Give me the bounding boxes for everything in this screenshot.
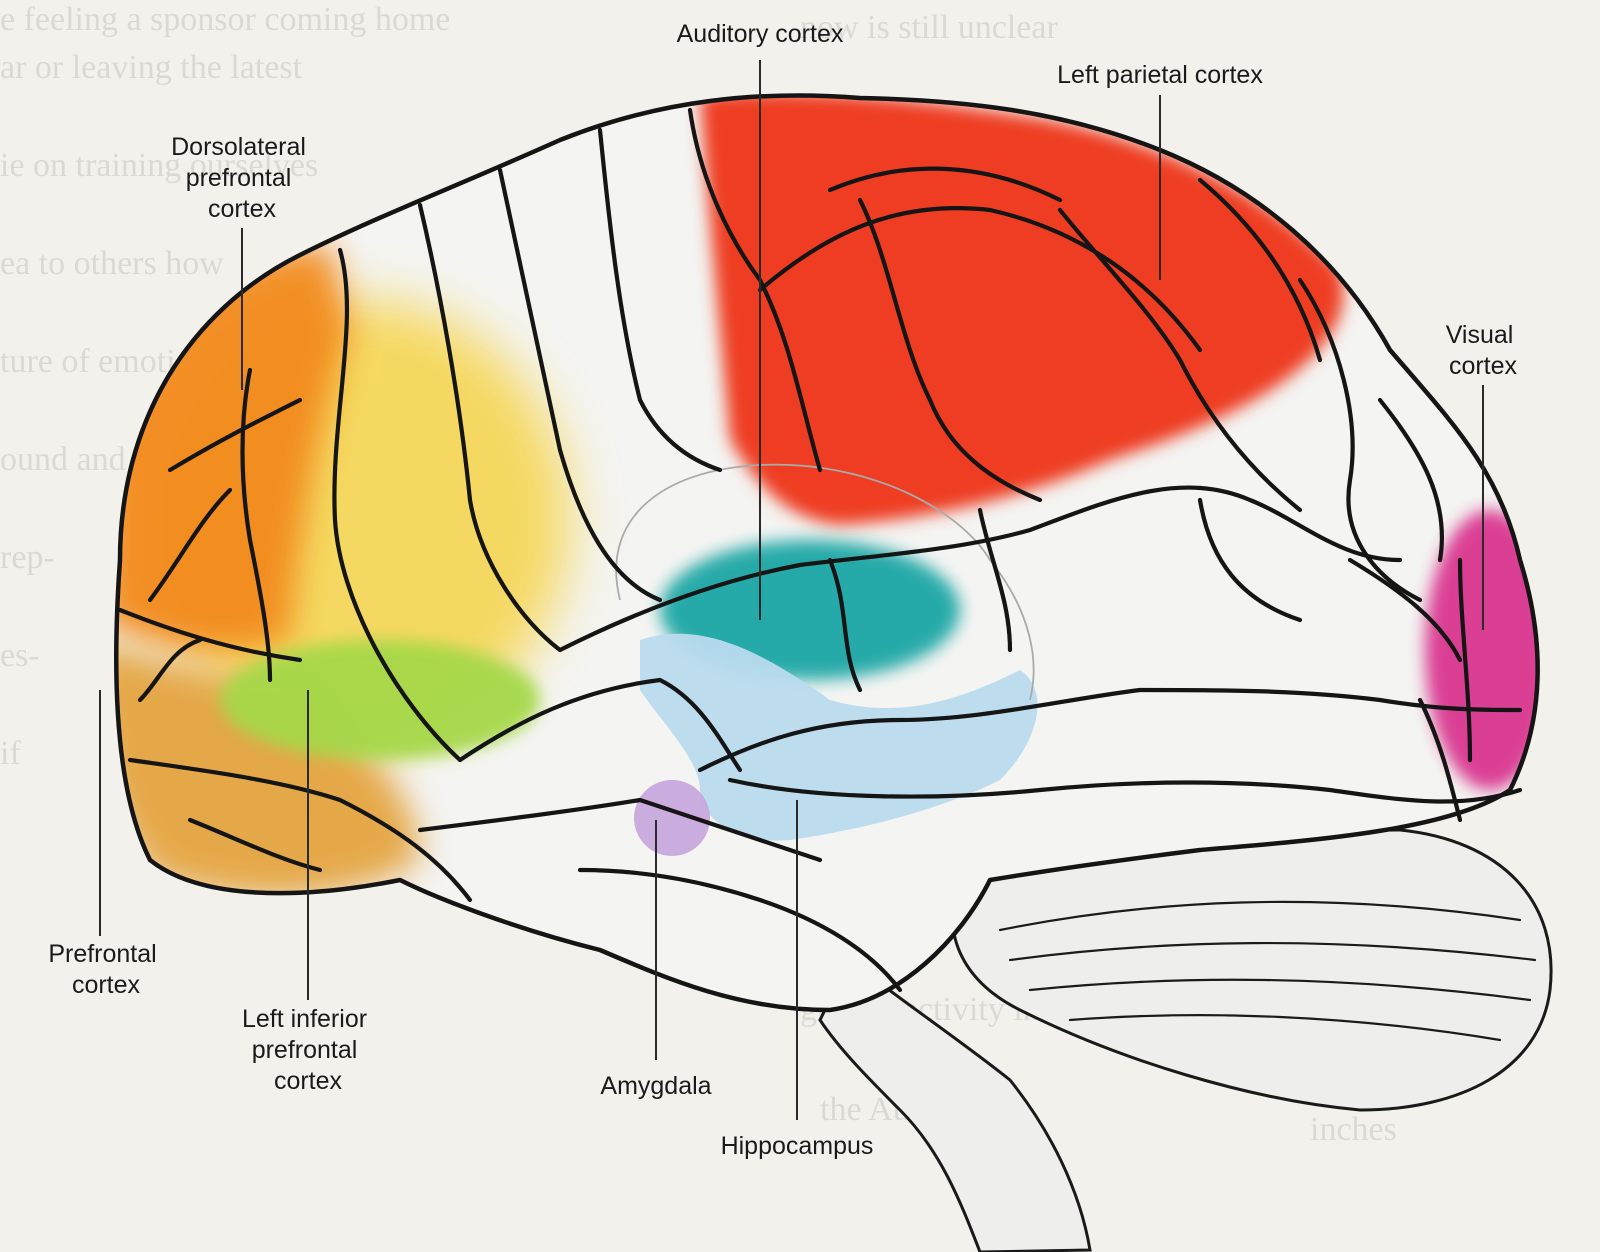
hippocampus-region	[640, 633, 1038, 841]
left-inferior-prefrontal-region	[220, 640, 540, 760]
svg-text:es-: es-	[0, 637, 40, 674]
leader-lines	[99, 60, 1484, 1120]
svg-text:ar or leaving the latest: ar or leaving the latest	[0, 49, 303, 86]
visual-region	[1425, 510, 1538, 790]
label-left-inferior-prefrontal-cortex: Left inferior prefrontal cortex	[242, 1005, 374, 1095]
svg-text:ie on training ourselves: ie on training ourselves	[0, 147, 318, 184]
label-left-parietal-cortex: Left parietal cortex	[1057, 61, 1263, 89]
label-auditory-cortex: Auditory cortex	[677, 20, 844, 48]
label-hippocampus: Hippocampus	[721, 1132, 874, 1160]
svg-text:rep-: rep-	[0, 539, 55, 576]
label-visual-cortex: Visual cortex	[1446, 321, 1521, 380]
cerebrum-outline	[114, 93, 1540, 1013]
amygdala-region	[634, 780, 710, 856]
brainstem	[818, 957, 1092, 1252]
svg-text:if: if	[0, 735, 21, 772]
limbic-outline	[615, 463, 1035, 701]
region-labels: Auditory cortex Left parietal cortex Dor…	[48, 20, 1521, 1160]
svg-text:ea to others how: ea to others how	[0, 245, 224, 282]
svg-text:inches: inches	[1310, 1111, 1397, 1148]
auditory-region	[660, 540, 960, 680]
cerebellum-folds	[998, 900, 1537, 1042]
svg-text:now is still unclear: now is still unclear	[800, 9, 1058, 46]
label-amygdala: Amygdala	[600, 1072, 711, 1100]
label-prefrontal-cortex: Prefrontal cortex	[48, 940, 163, 999]
svg-text:e feeling a sponsor coming hom: e feeling a sponsor coming home	[0, 1, 450, 38]
label-dorsolateral-prefrontal-cortex: Dorsolateral prefrontal cortex	[171, 133, 313, 223]
prefrontal-region	[116, 640, 420, 898]
